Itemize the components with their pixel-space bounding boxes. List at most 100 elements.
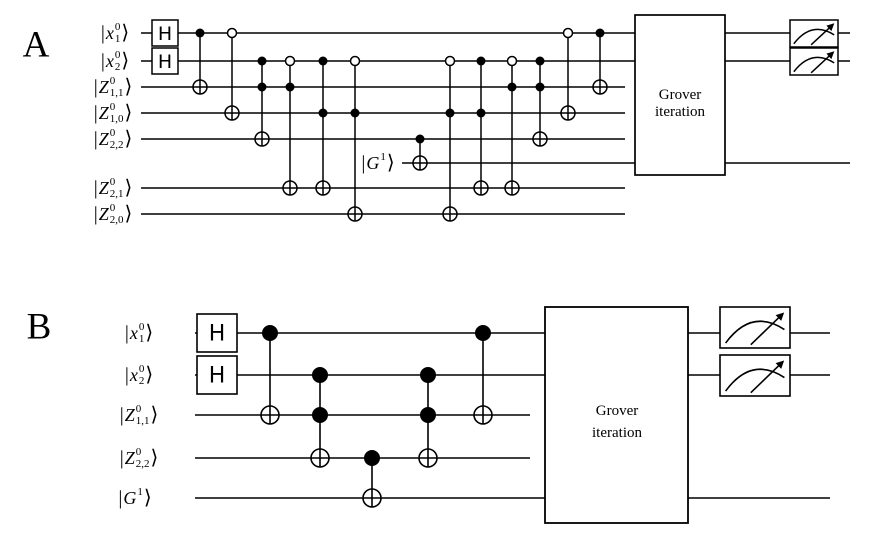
- controlled-not-gate: [418, 367, 438, 468]
- controlled-not-gate: [473, 325, 493, 425]
- ket-close-bracket: ⟩: [124, 76, 133, 98]
- control-dot-filled: [262, 325, 278, 341]
- measurement-gate: [789, 19, 839, 48]
- control-dot-filled: [507, 82, 517, 92]
- qubit-symbol: x: [105, 23, 114, 43]
- meter-arc-icon: [793, 56, 835, 73]
- grover-iteration-box: [634, 14, 726, 176]
- ket-close-bracket: ⟩: [121, 50, 130, 72]
- control-dot-filled: [420, 407, 436, 423]
- ket-superscript: 0: [135, 402, 142, 415]
- ket-subscript: 1,1: [109, 87, 124, 99]
- ket-subscript: 2: [114, 61, 121, 73]
- ket-close-bracket: ⟩: [124, 102, 133, 124]
- meter-arc-icon: [793, 28, 835, 45]
- ket-close-bracket: ⟩: [145, 364, 154, 386]
- controlled-not-gate: [315, 56, 331, 196]
- ket-open-bracket: |: [93, 203, 98, 225]
- ket-subscript: 1: [138, 333, 145, 345]
- control-dot-filled: [350, 108, 360, 118]
- grover-iteration-label-line1: Grover: [596, 403, 638, 419]
- control-dot-filled: [445, 108, 455, 118]
- ket-subscript: 1,0: [109, 113, 124, 125]
- qubit-symbol: Z: [98, 77, 109, 97]
- hadamard-gate-box: [196, 313, 238, 353]
- control-dot-filled: [420, 367, 436, 383]
- control-dot-open: [349, 55, 361, 67]
- controlled-not-gate: [560, 27, 576, 121]
- control-dot-filled: [312, 407, 328, 423]
- measurement-gate: [789, 47, 839, 76]
- control-dot-filled: [364, 450, 380, 466]
- ket-subscript: 2,0: [109, 214, 124, 226]
- control-dot-filled: [318, 108, 328, 118]
- control-dot-filled: [595, 28, 605, 38]
- control-dot-open: [284, 55, 296, 67]
- controlled-not-gate: [347, 55, 363, 222]
- ket-superscript: 1: [380, 151, 386, 163]
- hadamard-gate-box: [151, 47, 179, 75]
- controlled-not-gate: [362, 450, 382, 508]
- qubit-symbol: Z: [98, 129, 109, 149]
- controlled-not-gate: [260, 325, 280, 425]
- control-dot-open: [562, 27, 574, 39]
- ket-subscript: 1: [114, 33, 121, 45]
- control-dot-filled: [535, 82, 545, 92]
- controlled-not-gate: [532, 56, 548, 147]
- control-dot-filled: [476, 56, 486, 66]
- ket-close-bracket: ⟩: [143, 487, 152, 509]
- ket-close-bracket: ⟩: [150, 447, 159, 469]
- ket-close-bracket: ⟩: [124, 128, 133, 150]
- meter-arc-icon: [724, 320, 785, 344]
- meter-arc-icon: [724, 368, 785, 392]
- ket-superscript: 0: [109, 100, 116, 113]
- ket-close-bracket: ⟩: [386, 152, 395, 174]
- control-dot-filled: [285, 82, 295, 92]
- meter-needle-icon: [750, 312, 785, 346]
- hadamard-gate-label: H: [209, 322, 226, 347]
- qubit-symbol: Z: [98, 103, 109, 123]
- qubit-symbol: G: [123, 488, 137, 508]
- control-dot-open: [506, 55, 518, 67]
- ket-open-bracket: |: [118, 487, 123, 509]
- hadamard-gate-label: H: [158, 51, 172, 73]
- control-dot-filled: [476, 108, 486, 118]
- control-dot-filled: [195, 28, 205, 38]
- ket-superscript: 1: [137, 486, 143, 498]
- controlled-not-gate: [504, 55, 520, 196]
- control-dot-filled: [312, 367, 328, 383]
- ket-open-bracket: |: [124, 322, 129, 344]
- control-dot-filled: [415, 134, 425, 144]
- panel-label: B: [26, 306, 52, 348]
- qubit-symbol: Z: [98, 178, 109, 198]
- meter-needle-icon: [810, 51, 835, 74]
- controlled-not-gate: [442, 55, 458, 222]
- ket-superscript: 0: [114, 48, 121, 61]
- qubit-symbol: x: [105, 51, 114, 71]
- qubit-symbol: x: [129, 323, 138, 343]
- ket-open-bracket: |: [119, 404, 124, 426]
- control-dot-filled: [257, 56, 267, 66]
- hadamard-gate-box: [196, 355, 238, 395]
- ket-superscript: 0: [114, 20, 121, 33]
- ket-open-bracket: |: [93, 177, 98, 199]
- hadamard-gate-box: [151, 19, 179, 47]
- hadamard-gate-label: H: [209, 364, 226, 389]
